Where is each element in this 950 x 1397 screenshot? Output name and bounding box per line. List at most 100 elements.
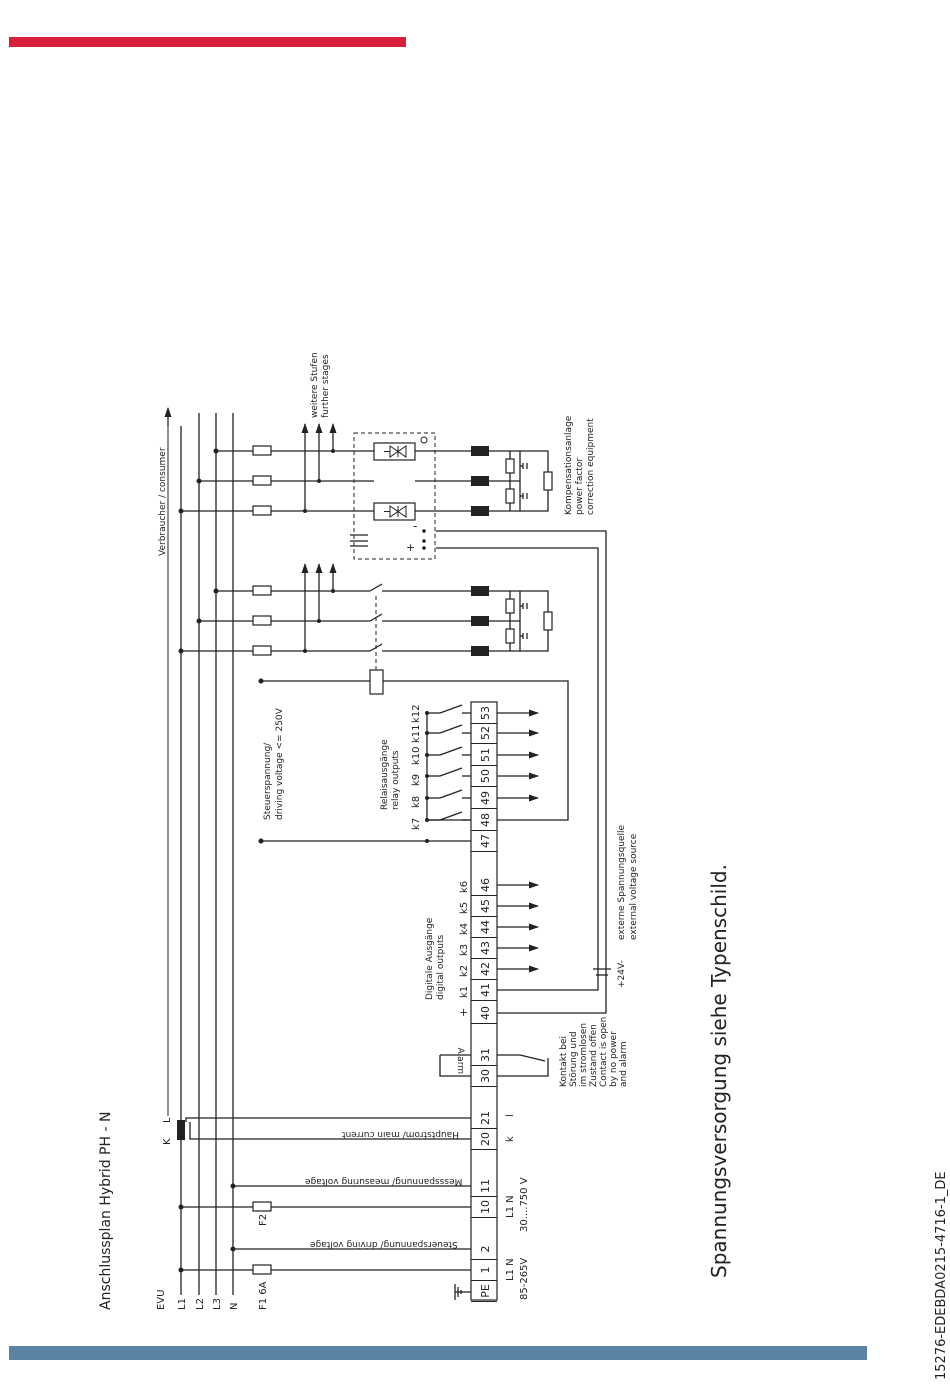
fuse [252,475,272,486]
ext-source-wire-plus [436,530,607,1014]
contactor-contact [369,583,383,592]
relay-contact [439,811,463,821]
terminal-41: 41 [471,983,497,1001]
terminal-label: 10 [479,1200,492,1214]
compensation-line1: Kompensationsanlage [564,415,574,515]
fuse [252,585,272,596]
t12-note-a: L1 N [505,1258,516,1281]
relay-output-label-k11: k11 [411,724,422,743]
terminal-31: 31 [471,1048,497,1066]
terminal-label: 51 [479,748,492,762]
fuse-f1 [252,1264,272,1275]
discharge-resistor [505,628,515,644]
terminal-44: 44 [471,920,497,938]
driving-voltage-label: Steuerspannung/ driving voltage [310,1239,458,1249]
terminal-label: 21 [479,1111,492,1125]
consumer-label: Verbraucher / consumer [158,447,168,556]
digital-output-label-k4: k4 [459,923,470,935]
terminal-label: 42 [479,962,492,976]
contactor-contact [369,643,383,652]
terminal-label: 43 [479,941,492,955]
main-current-label: Hauptstrom/ main current [342,1129,459,1139]
digital-output-label-k6: k6 [459,881,470,893]
terminal-51: 51 [471,748,497,766]
module-earth-icon [420,436,428,444]
contactor-contact [369,613,383,622]
terminal-label: 20 [479,1132,492,1146]
digital-output-label-k2: k2 [459,965,470,977]
digital-outputs-title-de: Digitale Ausgänge [425,917,435,1000]
reactor-choke [471,506,489,516]
terminal-pe: PE [471,1284,497,1302]
capacitor-branch-thyristor [178,445,553,516]
terminal-49: 49 [471,791,497,809]
terminal-label: 45 [479,899,492,913]
relay-output-label-k7: k7 [411,818,422,830]
terminal-label: 49 [479,791,492,805]
fuse [252,445,272,456]
fuse-f2-label: F2 [258,1214,269,1226]
fuse-f1-label: F1 6A [258,1281,269,1310]
evu-label: EVU [156,1290,167,1310]
reactor-choke [471,616,489,626]
terminal-label: 40 [479,1006,492,1020]
terminal-label: 30 [479,1069,492,1083]
terminal-10: 10 [471,1200,497,1218]
terminal-11: 11 [471,1179,497,1197]
terminal-53: 53 [471,706,497,724]
alarm-contact [519,1054,546,1062]
reactor-choke [471,646,489,656]
terminal-21: 21 [471,1111,497,1129]
discharge-resistor [505,488,515,504]
phase-label-n: N [229,1303,240,1310]
current-transformer [177,1120,185,1140]
control-voltage-en: driving voltage <= 250V [275,707,285,820]
relay-contact [439,789,463,799]
compensation-line2: power factor [575,458,585,515]
terminal-1: 1 [471,1267,497,1281]
further-stages-de: weitere Stufen [310,352,320,418]
alarm-label: Alarm [455,1048,465,1074]
top-brand-bar [9,37,406,47]
capacitor-branch-contactor [178,583,553,656]
terminal-48: 48 [471,813,497,831]
terminal-40: 40 [471,1006,497,1024]
terminal-50: 50 [471,769,497,787]
phase-label-l3: L3 [212,1298,223,1310]
further-stages-en: further stages [321,354,331,418]
relay-outputs-title-en: relay outputs [391,750,401,810]
ct-k-label: K [162,1138,173,1145]
digital-plus-label: + [457,1008,470,1017]
digital-output-label-k3: k3 [459,944,470,956]
relay-contact [439,746,463,756]
discharge-resistor [505,458,515,474]
terminal-block-group: PE12101120213031404142434445464748495051… [471,706,497,1302]
relay-output-label-k12: k12 [411,704,422,723]
module-indicator-icon [350,529,426,550]
document-code: 15276-EDEBDA0215-4716-1_DE [934,1171,949,1380]
terminal-label: 44 [479,920,492,934]
terminal-2: 2 [471,1246,497,1260]
terminal-43: 43 [471,941,497,959]
terminal-45: 45 [471,899,497,917]
t12-note-b: 85-265V [519,1258,530,1300]
thyristor-minus: - [413,519,417,533]
ext-source-de: externe Spannungsquelle [617,824,627,940]
reactor-choke [471,586,489,596]
alarm-contact-wire-a [497,1058,549,1077]
terminal-52: 52 [471,726,497,744]
alarm-note-line: by no power [609,1031,619,1087]
alarm-note-line: Contact is open [599,1017,609,1087]
t20-note: k [505,1136,516,1142]
coil-wire-b [383,680,569,821]
ext-voltage-label: +24V- [617,960,627,988]
fuse-f2 [252,1201,272,1212]
ground-icon [454,1284,462,1300]
fuse [252,645,272,656]
terminal-30: 30 [471,1069,497,1087]
terminal-label: PE [479,1284,492,1298]
discharge-resistor [505,598,515,614]
